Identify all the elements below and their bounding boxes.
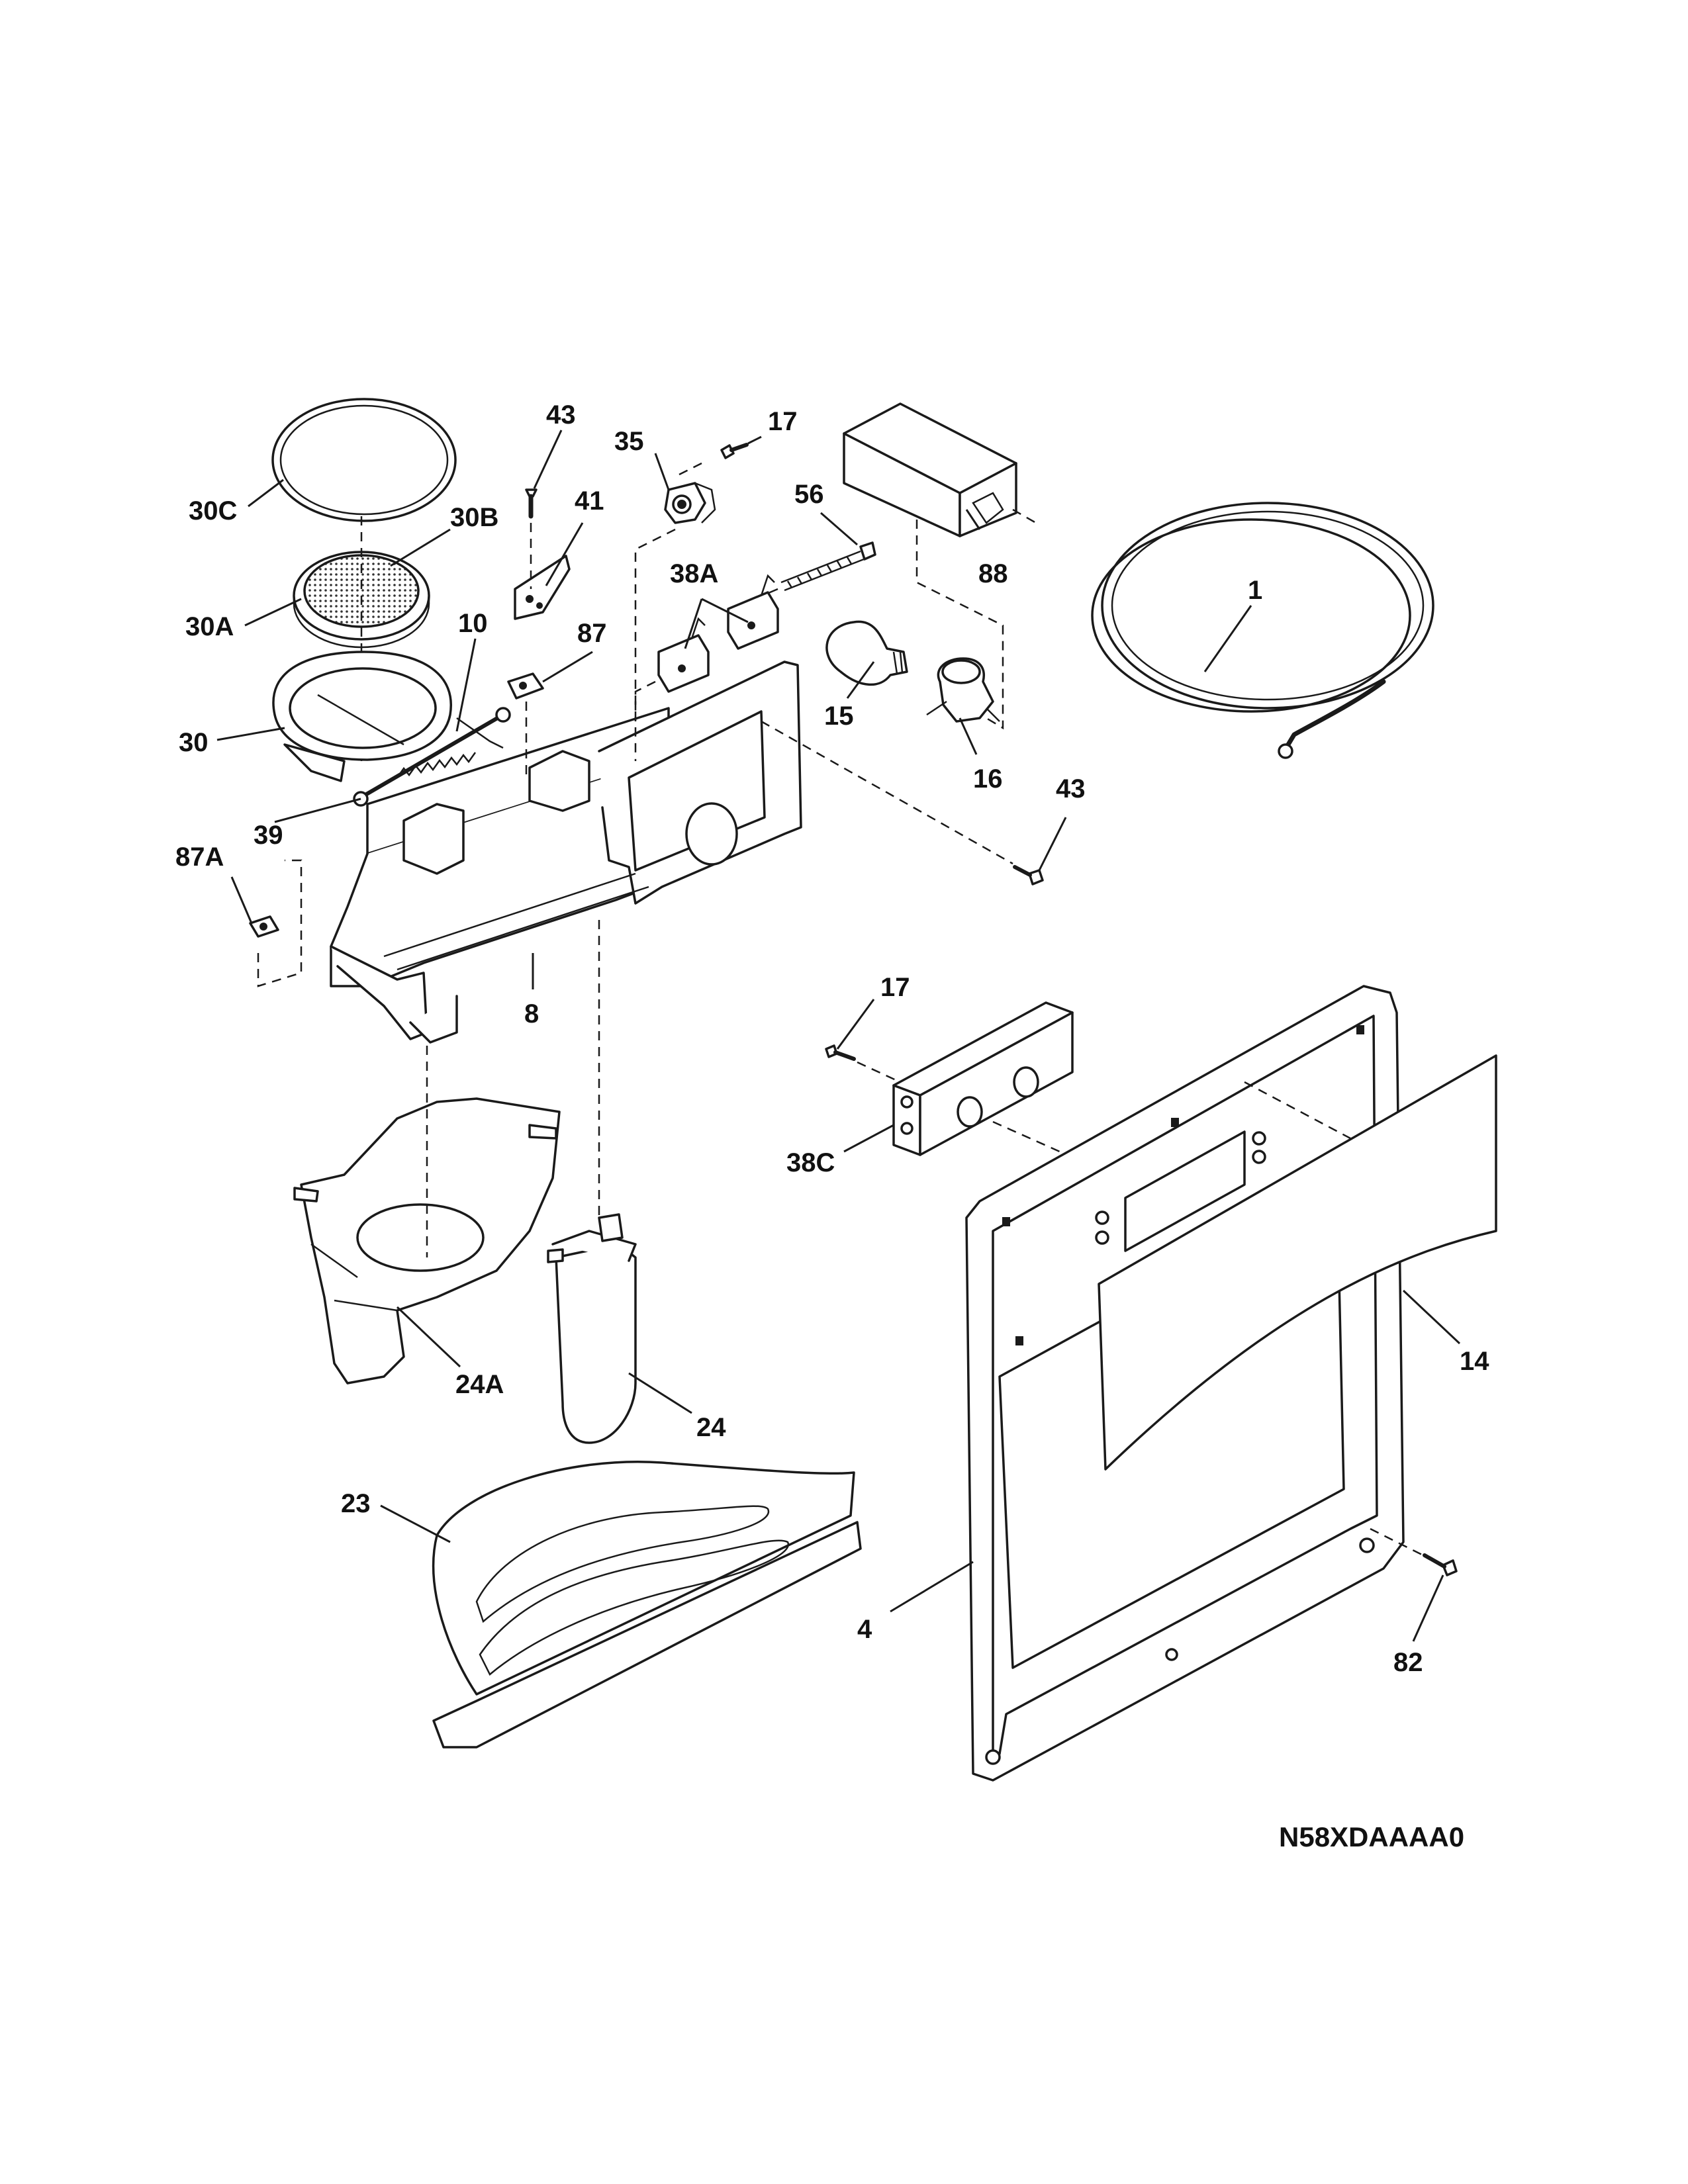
alignment-line-38a xyxy=(634,680,656,721)
part-14-overlay-panel xyxy=(1098,1054,1497,1471)
callout-30a: 30A xyxy=(185,612,234,641)
callout-23: 23 xyxy=(341,1489,371,1518)
callout-24: 24 xyxy=(696,1413,726,1442)
part-56-long-screw xyxy=(780,541,876,592)
callout-4: 4 xyxy=(857,1615,872,1644)
callout-30c: 30C xyxy=(189,496,237,525)
part-88-module xyxy=(843,402,1037,537)
part-41-bracket xyxy=(514,555,571,620)
callout-labels: 30C 30B 30A 30 39 10 43 41 87 87A 35 17 … xyxy=(175,400,1489,1852)
alignment-line-82 xyxy=(1370,1527,1424,1557)
callout-17-mid: 17 xyxy=(880,973,910,1002)
leader-lines xyxy=(216,430,1461,1642)
part-82-screw xyxy=(1423,1553,1458,1576)
part-39-pivot-rod xyxy=(353,707,511,807)
callout-87a: 87A xyxy=(175,842,224,872)
alignment-line-14 xyxy=(1244,1081,1351,1140)
callout-1: 1 xyxy=(1248,576,1262,605)
part-17-screw-mid xyxy=(825,1044,856,1061)
part-30c-gasket-ring xyxy=(271,398,457,522)
diagram-model-code: N58XDAAAA0 xyxy=(1279,1821,1464,1852)
alignment-line-17-top xyxy=(675,462,702,478)
callout-38a: 38A xyxy=(670,559,718,588)
part-30-chute-ring xyxy=(272,651,452,782)
part-35-motor xyxy=(664,482,716,524)
part-38a-microswitch-right xyxy=(727,574,779,650)
part-43-screw-right xyxy=(1013,865,1044,886)
callout-30: 30 xyxy=(179,728,209,757)
part-43-screw-top xyxy=(525,488,538,519)
callout-43-right: 43 xyxy=(1056,774,1086,803)
part-1-water-tubing xyxy=(1091,502,1434,759)
callout-30b: 30B xyxy=(450,503,498,532)
callout-16: 16 xyxy=(973,764,1003,794)
callout-38c: 38C xyxy=(786,1148,835,1177)
alignment-line-43-right xyxy=(761,720,1013,865)
part-8-dispenser-housing xyxy=(330,660,802,1044)
callout-88: 88 xyxy=(978,559,1008,588)
part-38c-switch-bracket xyxy=(892,1001,1074,1156)
callout-15: 15 xyxy=(824,702,854,731)
callout-17-top: 17 xyxy=(768,407,798,436)
part-10-spring xyxy=(396,717,504,778)
callout-87: 87 xyxy=(577,619,607,648)
part-23-drip-tray xyxy=(432,1461,862,1749)
callout-8: 8 xyxy=(524,999,539,1028)
part-24-chute-flap xyxy=(547,1213,637,1444)
callout-43-top: 43 xyxy=(546,400,576,430)
callout-56: 56 xyxy=(794,480,824,509)
callout-35: 35 xyxy=(614,427,644,456)
part-24a-ice-chute xyxy=(293,1097,561,1385)
alignment-line-88 xyxy=(915,520,1004,730)
part-15-light-bulb xyxy=(825,620,908,686)
part-38a-microswitch-left xyxy=(657,617,710,693)
part-16-lamp-socket xyxy=(926,657,1000,723)
callout-39: 39 xyxy=(254,821,283,850)
part-87a-retainer xyxy=(249,859,303,987)
part-17-screw-top xyxy=(720,443,749,459)
callout-24a: 24A xyxy=(455,1370,504,1399)
callout-14: 14 xyxy=(1460,1347,1489,1376)
alignment-line-17-mid xyxy=(857,1061,901,1083)
callout-10: 10 xyxy=(458,609,488,638)
part-87-clip xyxy=(507,672,544,700)
callout-82: 82 xyxy=(1393,1648,1423,1677)
callout-41: 41 xyxy=(575,486,604,516)
